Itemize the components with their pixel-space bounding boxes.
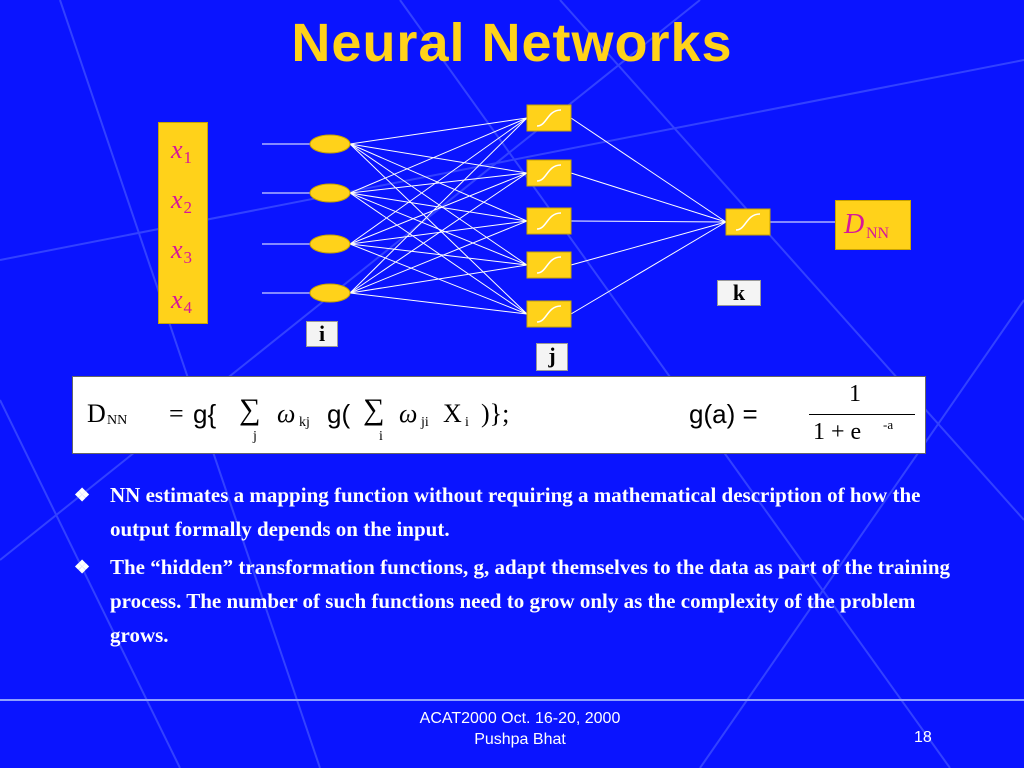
slide-title: Neural Networks	[291, 13, 733, 73]
hidden-connection	[349, 192, 528, 315]
output-connection	[570, 221, 727, 266]
layer-label-output: k	[717, 280, 761, 306]
footer-author: Pushpa Bhat	[474, 731, 566, 748]
sigmoid-icon	[725, 208, 771, 236]
formula-g-outer: g{	[193, 399, 217, 429]
formula-d-sub: NN	[107, 413, 128, 428]
formula-close: )};	[481, 399, 510, 428]
formula-numerator: 1	[849, 381, 861, 407]
input-node	[309, 134, 351, 154]
input-node	[309, 234, 351, 254]
formula-sum-inner-index: i	[379, 429, 383, 444]
hidden-connection	[349, 192, 528, 222]
hidden-connection	[349, 172, 528, 194]
formula-g-def: g(a) =	[689, 399, 758, 429]
output-connection	[570, 117, 727, 223]
layer-label-hidden: j	[536, 343, 568, 371]
footer: ACAT2000 Oct. 16-20, 2000 Pushpa Bhat	[360, 708, 680, 750]
output-box: D NN	[835, 200, 911, 250]
bullet-list: ❖ NN estimates a mapping function withou…	[74, 478, 954, 656]
input-x4: x4	[171, 285, 193, 317]
sigmoid-icon	[526, 300, 572, 328]
hidden-connection	[349, 117, 528, 194]
formula-omega-inner: ω	[399, 399, 418, 428]
sigmoid-icon	[526, 159, 572, 187]
formula-denominator-exp: -a	[883, 417, 894, 432]
input-x3: x3	[171, 235, 193, 267]
formula-x-sub: i	[465, 415, 469, 430]
hidden-connection	[349, 292, 528, 315]
formula-omega-outer: ω	[277, 399, 296, 428]
output-connection	[570, 220, 727, 223]
hidden-connection	[349, 172, 528, 294]
formula-omega-inner-sub: ji	[421, 415, 429, 430]
hidden-connection	[349, 192, 528, 266]
formula-d: D	[87, 399, 106, 428]
formula-equals: =	[169, 399, 184, 428]
sigmoid-icon	[526, 251, 572, 279]
hidden-connection	[349, 172, 528, 245]
hidden-connection	[349, 143, 528, 266]
input-x2: x2	[171, 185, 193, 217]
hidden-connection	[349, 220, 528, 294]
input-vector-box: x1 x2 x3 x4	[158, 122, 208, 324]
formula-denominator: 1 + e	[813, 419, 862, 445]
diamond-bullet-icon: ❖	[74, 557, 91, 577]
hidden-connection	[349, 117, 528, 145]
formula-x: X	[443, 399, 462, 428]
hidden-connection	[349, 143, 528, 174]
hidden-connection	[349, 117, 528, 245]
layer-label-input: i	[306, 321, 338, 347]
input-x1: x1	[171, 135, 193, 167]
bullet-item: ❖ The “hidden” transformation functions,…	[74, 550, 954, 652]
formula-sum-outer: ∑	[239, 393, 261, 426]
diamond-bullet-icon: ❖	[74, 485, 91, 505]
formula-sum-outer-index: j	[253, 429, 257, 444]
bullet-item: ❖ NN estimates a mapping function withou…	[74, 478, 954, 546]
input-node	[309, 183, 351, 203]
footer-event: ACAT2000 Oct. 16-20, 2000	[419, 710, 621, 727]
sigmoid-icon	[526, 207, 572, 235]
formula-omega-outer-sub: kj	[299, 415, 310, 430]
hidden-connection	[349, 243, 528, 266]
fraction-bar	[809, 414, 915, 415]
hidden-connection	[349, 264, 528, 294]
output-connection	[570, 221, 727, 315]
input-node	[309, 283, 351, 303]
formula-g-inner: g(	[327, 399, 351, 429]
output-connection	[570, 172, 727, 223]
hidden-connection	[349, 117, 528, 294]
page-number: 18	[914, 729, 932, 746]
formula-box: D NN = g{ ∑ j ω kj g( ∑ i ω ji X i )}; g…	[72, 376, 926, 454]
sigmoid-icon	[526, 104, 572, 132]
formula-sum-inner: ∑	[363, 393, 385, 426]
